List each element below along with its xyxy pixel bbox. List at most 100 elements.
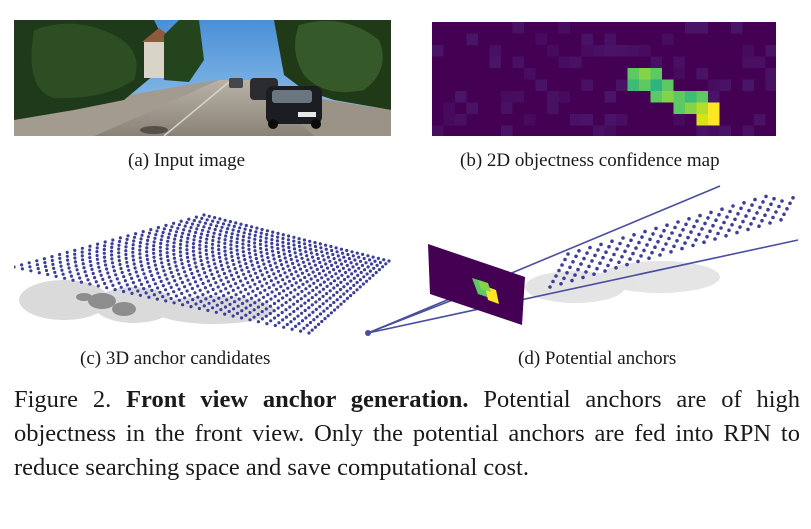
anchor-dot (310, 296, 314, 300)
anchor-dot (634, 246, 638, 250)
anchor-dot (298, 278, 303, 282)
anchor-dot (42, 257, 46, 261)
anchor-dot (297, 263, 301, 267)
anchor-dot (730, 223, 734, 227)
anchor-dot (158, 245, 162, 249)
anchor-dot (160, 234, 164, 238)
anchor-dot (278, 258, 282, 263)
anchor-dot (242, 272, 246, 276)
anchor-dot (276, 280, 280, 284)
anchor-dot (117, 251, 121, 255)
anchor-dot (133, 285, 138, 289)
anchor-dot (664, 242, 668, 246)
anchor-dot (218, 259, 222, 263)
anchor-dot (763, 213, 767, 217)
panel-b-label: (b) 2D objectness confidence map (460, 150, 720, 171)
anchor-dot (89, 263, 93, 268)
anchor-dot (162, 269, 166, 273)
anchor-dot (298, 267, 303, 271)
anchor-dot (198, 239, 202, 243)
anchor-dot (253, 301, 257, 305)
anchor-dot (340, 273, 344, 277)
anchor-dot (610, 239, 614, 243)
anchor-dot (307, 298, 311, 302)
anchor-dot (109, 279, 113, 283)
anchor-dot (554, 274, 558, 278)
anchor-dot (359, 270, 363, 275)
anchor-dot (265, 232, 269, 237)
anchor-dot (171, 275, 175, 279)
anchor-dot (310, 328, 314, 332)
anchor-dot (289, 291, 293, 295)
anchor-dot (224, 230, 229, 234)
anchor-dot (288, 298, 292, 302)
anchor-dot (147, 295, 151, 299)
anchor-dot (88, 282, 92, 286)
anchor-dot (255, 261, 260, 265)
anchor-dot (153, 282, 157, 286)
anchor-dot (283, 256, 287, 260)
anchor-dot (317, 272, 321, 276)
anchor-dot (659, 234, 663, 238)
heatmap-cell (673, 91, 685, 103)
anchor-dot (225, 298, 229, 302)
anchor-dot (209, 294, 213, 298)
anchor-dot (203, 221, 207, 225)
anchor-dot (768, 221, 772, 225)
anchor-dot (628, 257, 632, 261)
anchor-dot (102, 251, 106, 255)
anchor-dot (691, 243, 695, 248)
anchor-dot (301, 260, 305, 264)
anchor-dot (272, 316, 277, 320)
anchor-dot (80, 254, 84, 258)
anchor-dot (579, 262, 583, 266)
anchor-dot (335, 290, 339, 294)
anchor-dot (146, 235, 150, 239)
anchor-dot (166, 239, 170, 243)
anchor-dot (328, 270, 332, 274)
anchor-dot (230, 254, 234, 259)
anchor-dot (325, 284, 329, 288)
anchor-dot (215, 303, 219, 307)
anchor-dot (218, 217, 222, 221)
anchor-dot (615, 247, 619, 251)
anchor-dot (178, 242, 183, 246)
anchor-dot (111, 265, 115, 269)
anchor-dot (154, 267, 159, 271)
anchor-dot (328, 303, 333, 307)
anchor-dot (270, 238, 274, 242)
anchor-dot (241, 283, 245, 287)
anchor-dot (104, 263, 108, 267)
anchor-dot (149, 228, 153, 232)
anchor-dot (280, 310, 284, 315)
anchor-dot (276, 313, 280, 317)
anchor-dot (246, 292, 250, 296)
anchor-dot (146, 261, 150, 265)
anchor-dot (207, 214, 211, 218)
anchor-dot (262, 277, 266, 281)
anchor-dot (110, 261, 115, 265)
point-cloud (525, 261, 720, 303)
anchor-dot (206, 290, 210, 294)
anchor-dot (192, 238, 196, 242)
anchor-dot (179, 239, 183, 243)
anchor-dot (229, 295, 233, 299)
anchor-dot (123, 279, 127, 283)
anchor-dot (253, 271, 258, 275)
anchor-dot (204, 252, 209, 256)
anchor-dot (254, 253, 258, 257)
anchor-dot (196, 284, 200, 288)
anchor-dot (272, 309, 276, 313)
anchor-dot (303, 301, 307, 305)
anchor-dot (204, 241, 208, 245)
anchor-dot (224, 276, 228, 280)
anchor-dot (381, 265, 385, 269)
anchor-dot (101, 277, 105, 281)
anchor-dot (137, 278, 142, 282)
anchor-dot (672, 244, 676, 249)
anchor-dot (304, 250, 308, 254)
anchor-dot (199, 236, 203, 240)
anchor-dot (573, 273, 577, 277)
anchor-dot (653, 245, 657, 249)
anchor-dot (318, 312, 323, 316)
